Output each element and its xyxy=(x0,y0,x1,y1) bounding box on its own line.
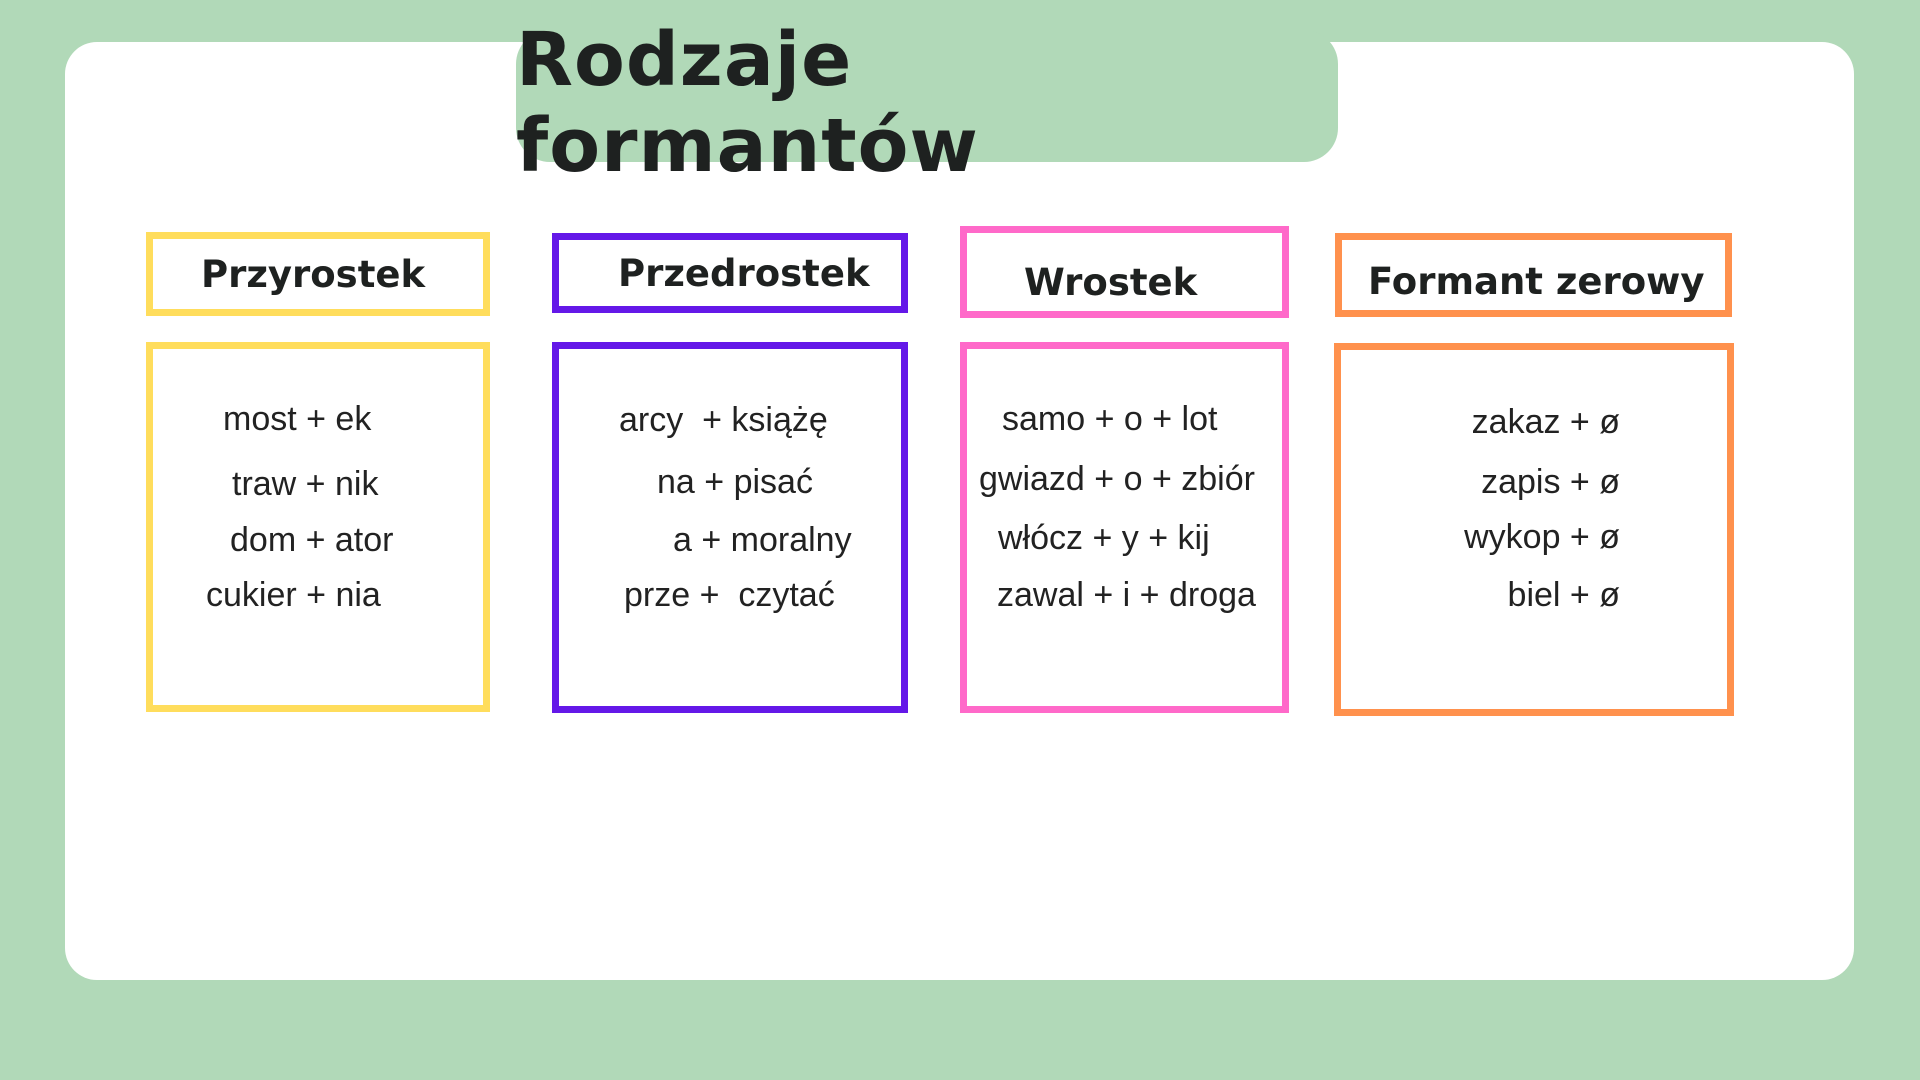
example-line: dom + ator xyxy=(230,521,394,559)
example-line: samo + o + lot xyxy=(1002,400,1218,438)
header-label-wrostek: Wrostek xyxy=(1024,260,1198,304)
header-box-wrostek: Wrostek xyxy=(960,226,1289,318)
example-line: na + pisać xyxy=(657,463,813,501)
examples-box-przedrostek xyxy=(552,342,908,713)
header-box-formant-zerowy: Formant zerowy xyxy=(1335,233,1732,317)
example-line: zapis + ø xyxy=(1481,463,1620,501)
page-title: Rodzaje formantów xyxy=(516,17,979,189)
example-line: zawal + i + droga xyxy=(997,576,1256,614)
header-box-przyrostek: Przyrostek xyxy=(146,232,490,316)
example-line: traw + nik xyxy=(232,465,379,503)
examples-box-przyrostek xyxy=(146,342,490,712)
header-box-przedrostek: Przedrostek xyxy=(552,233,908,313)
example-line: włócz + y + kij xyxy=(998,519,1210,557)
example-line: most + ek xyxy=(223,400,372,438)
example-line: cukier + nia xyxy=(206,576,381,614)
header-label-formant-zerowy: Formant zerowy xyxy=(1368,259,1705,303)
example-line: gwiazd + o + zbiór xyxy=(979,460,1255,498)
example-line: wykop + ø xyxy=(1464,518,1620,556)
example-line: a + moralny xyxy=(673,521,852,559)
example-line: arcy + książę xyxy=(619,401,828,439)
header-label-przyrostek: Przyrostek xyxy=(201,252,426,296)
header-label-przedrostek: Przedrostek xyxy=(618,251,870,295)
title-banner: Rodzaje formantów xyxy=(516,17,1338,189)
example-line: prze + czytać xyxy=(624,576,835,614)
example-line: biel + ø xyxy=(1507,576,1620,614)
examples-box-formant-zerowy xyxy=(1334,343,1734,716)
examples-box-wrostek xyxy=(960,342,1289,713)
example-line: zakaz + ø xyxy=(1471,403,1620,441)
